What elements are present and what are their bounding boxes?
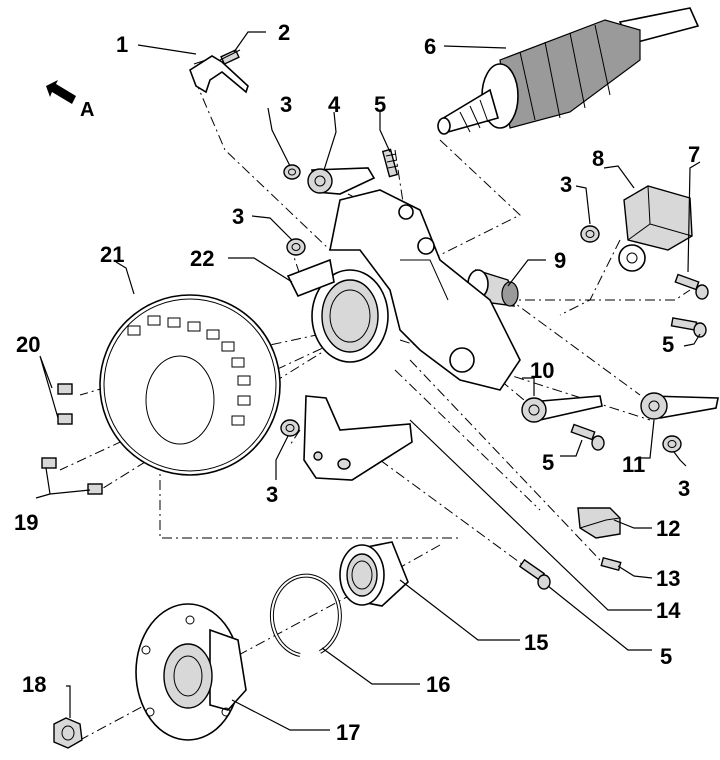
- callout-11: 11: [622, 452, 645, 477]
- callout-6: 6: [424, 34, 436, 59]
- bolt-part-2: [219, 49, 241, 65]
- callout-3a: 3: [280, 92, 292, 117]
- bracket-part-8: [618, 185, 693, 272]
- link-part-10: [521, 395, 603, 423]
- nut-part-3-d: [280, 419, 300, 437]
- nut-part-3-a: [283, 164, 301, 180]
- nut-part-3-e: [662, 435, 682, 453]
- wheel-hub-part-17: [135, 603, 247, 741]
- callout-14: 14: [656, 598, 681, 623]
- callout-3e: 3: [678, 476, 690, 501]
- callout-3c: 3: [560, 172, 572, 197]
- bolt-part-20-a: [57, 383, 73, 395]
- callout-5c: 5: [542, 450, 554, 475]
- bolt-part-19-a: [41, 457, 57, 469]
- link-arm-part-4: [307, 167, 376, 195]
- bolt-part-5-a: [381, 148, 399, 178]
- callout-labels: 1 2 3 3 3 3 3 4 5 5 5 5 6 7 8 9 10 11 12…: [14, 20, 700, 745]
- callout-4: 4: [328, 92, 341, 117]
- callout-21: 21: [100, 242, 124, 267]
- callout-17: 17: [336, 720, 360, 745]
- link-part-11: [640, 392, 719, 420]
- callout-5b: 5: [662, 332, 674, 357]
- bolt-part-5-d: [518, 558, 551, 590]
- direction-arrow-icon: [46, 80, 76, 104]
- callout-5d: 5: [660, 644, 672, 669]
- callout-12: 12: [656, 516, 680, 541]
- wheel-bearing-part-15: [339, 541, 409, 607]
- nut-part-3-b: [286, 238, 306, 256]
- callout-3d: 3: [266, 482, 278, 507]
- callout-9: 9: [554, 248, 566, 273]
- callout-3b: 3: [232, 204, 244, 229]
- callout-8: 8: [592, 146, 604, 171]
- callout-1: 1: [116, 32, 128, 57]
- callout-18: 18: [22, 672, 46, 697]
- callout-15: 15: [524, 630, 548, 655]
- leader-lines: [35, 31, 701, 731]
- bracket-part-1: [189, 55, 249, 94]
- circlip-part-16: [269, 573, 342, 657]
- callout-20: 20: [16, 332, 40, 357]
- wheel-bearing-housing: [311, 189, 521, 391]
- bolt-part-5-b: [670, 317, 707, 338]
- bracket-part-22: [286, 258, 335, 298]
- backing-plate-part-21: [99, 294, 281, 476]
- callout-22: 22: [190, 246, 214, 271]
- bolt-part-19-b: [87, 483, 103, 495]
- callout-13: 13: [656, 566, 680, 591]
- nut-part-3-c: [580, 225, 600, 243]
- direction-letter: A: [80, 99, 94, 121]
- callout-16: 16: [426, 672, 450, 697]
- bolt-part-20-b: [57, 413, 73, 425]
- sensor-part-12: [577, 507, 621, 539]
- hub-nut-part-18: [53, 717, 83, 749]
- callout-5a: 5: [374, 92, 386, 117]
- callout-2: 2: [278, 20, 290, 45]
- bracket-part-14: [303, 395, 413, 481]
- callout-7: 7: [688, 142, 700, 167]
- callout-10: 10: [530, 358, 554, 383]
- bolt-part-7: [674, 273, 709, 300]
- screw-part-13: [600, 556, 622, 572]
- bolt-part-5-c: [570, 423, 605, 451]
- drive-shaft-part-6: [437, 7, 700, 135]
- callout-19: 19: [14, 510, 38, 535]
